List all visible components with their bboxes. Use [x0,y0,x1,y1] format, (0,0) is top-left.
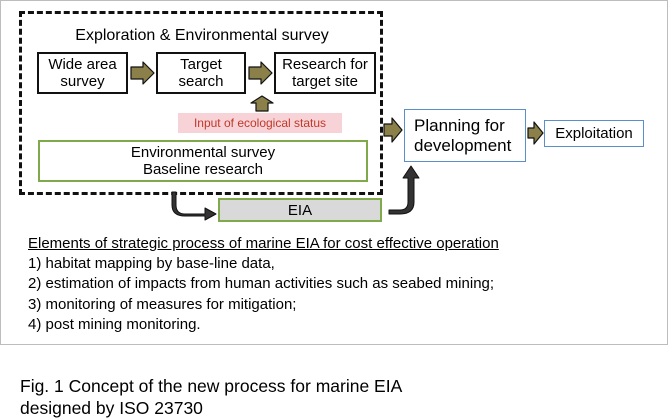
list-item: 2) estimation of impacts from human acti… [28,275,495,293]
diagram-title: Exploration & Environmental survey [75,27,329,44]
arrow-to-planning [383,117,403,143]
list-item: 1) habitat mapping by base-line data, [28,255,275,273]
exploitation-box: Exploitation [544,120,644,147]
arrow-target-to-research [248,61,273,85]
planning-box: Planning for development [404,109,526,162]
target-search-box: Target search [156,52,246,94]
research-target-site-box: Research for target site [274,52,376,94]
environmental-survey-box: Environmental survey Baseline research [38,140,368,182]
figure-frame [0,0,668,345]
arrow-wide-to-target [130,61,155,85]
list-item: 3) monitoring of measures for mitigation… [28,295,297,313]
input-ecological-status-label: Input of ecological status [178,113,342,133]
figure-caption: Fig. 1 Concept of the new process for ma… [20,376,402,418]
elements-heading: Elements of strategic process of marine … [28,235,499,252]
arrow-survey-to-eia [171,191,217,221]
arrow-to-exploitation [527,121,544,145]
elements-list: Elements of strategic process of marine … [28,234,499,335]
arrow-input-up [250,95,274,112]
list-item: 4) post mining monitoring. [28,315,201,333]
arrow-eia-to-planning [388,165,420,215]
exploration-group [19,11,383,195]
wide-area-survey-box: Wide area survey [37,52,128,94]
eia-box: EIA [218,198,382,222]
